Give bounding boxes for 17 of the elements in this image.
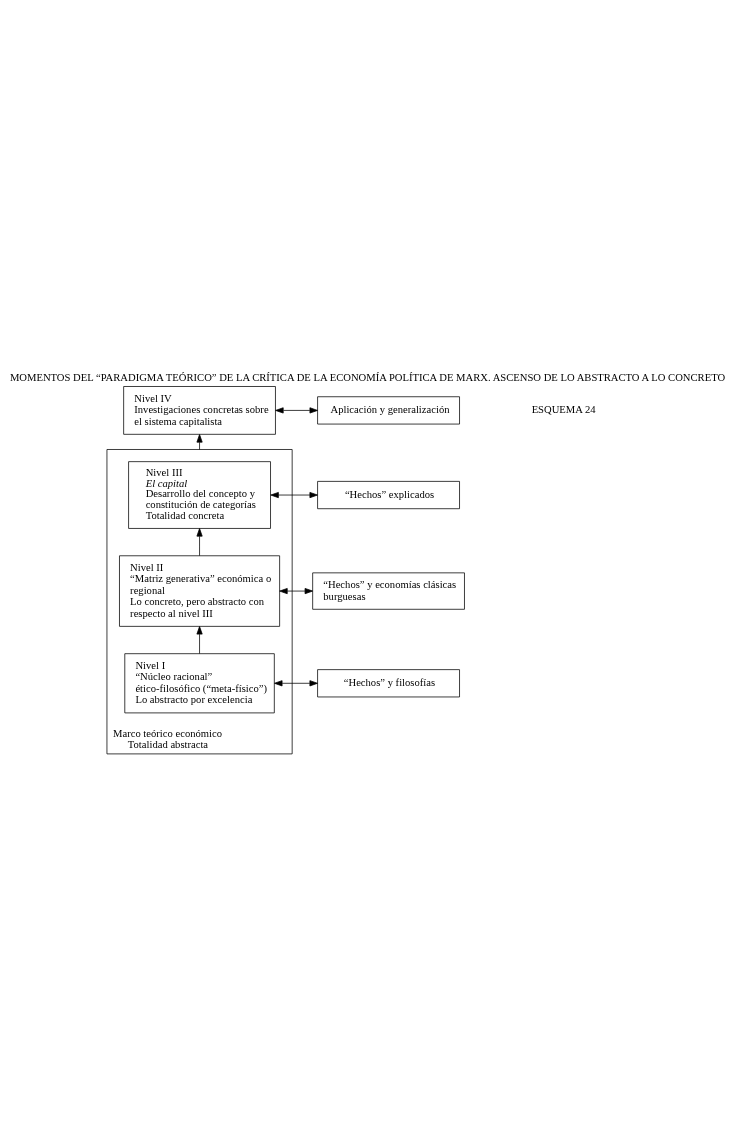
node-box: Nivel II “Matriz generativa” económica o regional Lo concreto, pero abstracto con respecto al nivel III — [119, 555, 280, 627]
arrow — [196, 528, 203, 557]
arrow — [270, 492, 318, 499]
node-box: Nivel IV Investigaciones concretas sobre el sistema capitalista — [123, 386, 276, 435]
node-box: Nivel III El capital Desarrollo del concepto y constitución de categorías Totalidad concreta — [128, 461, 271, 529]
arrow — [196, 626, 203, 654]
node-box: “Hechos” explicados — [317, 481, 460, 510]
label: ESQUEMA 24 — [531, 404, 596, 416]
node-box: “Hechos” y filosofías — [317, 669, 460, 698]
arrow — [274, 680, 318, 687]
arrow — [196, 434, 203, 450]
node-box: Aplicación y generalización — [317, 396, 460, 425]
arrow — [275, 407, 318, 414]
arrow — [279, 588, 313, 595]
node-box: “Hechos” y economías clásicas burguesas — [312, 572, 465, 610]
diagram-title: MOMENTOS DEL “PARADIGMA TEÓRICO” DE LA CRÍTICA DE LA ECONOMÍA POLÍTICA DE MARX. ASCENSO DE LO ABSTRACTO A LO CONCRETO — [9, 371, 726, 383]
node-box: Nivel I “Núcleo racional” ético-filosófico (“meta-físico”) Lo abstracto por excelencia — [124, 653, 275, 714]
